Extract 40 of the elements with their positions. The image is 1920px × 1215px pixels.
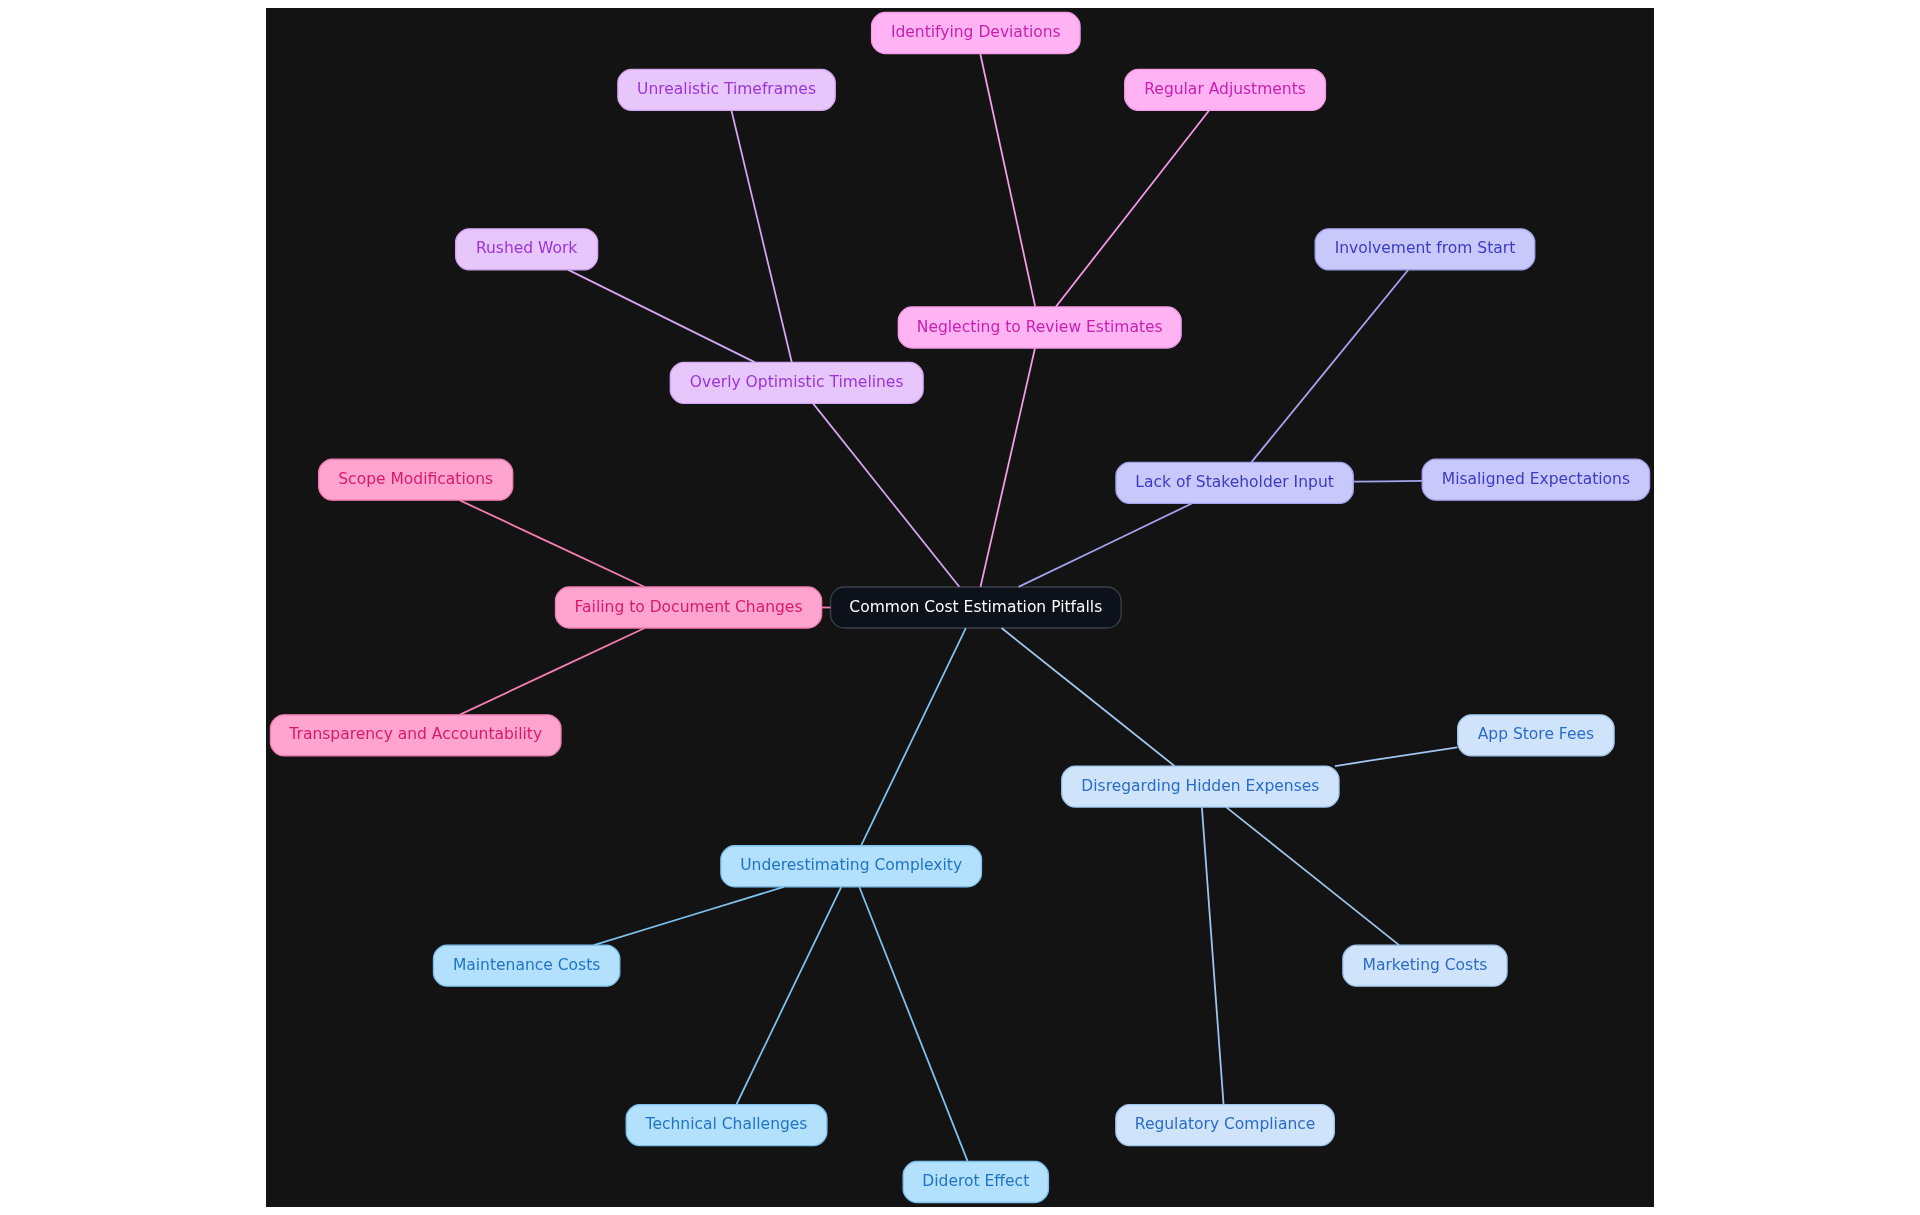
node-box: Misaligned Expectations bbox=[1421, 458, 1651, 501]
connector bbox=[735, 886, 843, 1106]
connector bbox=[858, 886, 969, 1163]
node-box: Failing to Document Changes bbox=[554, 586, 823, 629]
connector bbox=[592, 886, 785, 946]
node-box: Disregarding Hidden Expenses bbox=[1061, 765, 1340, 808]
connector bbox=[459, 627, 646, 716]
connector bbox=[730, 109, 793, 364]
node-box: Involvement from Start bbox=[1314, 228, 1536, 271]
node-box: Common Cost Estimation Pitfalls bbox=[829, 586, 1122, 629]
node-box: Underestimating Complexity bbox=[720, 845, 983, 888]
connector bbox=[860, 627, 967, 847]
connector bbox=[1334, 746, 1459, 767]
connector bbox=[1225, 806, 1401, 946]
node-box: Scope Modifications bbox=[318, 458, 514, 501]
connector bbox=[459, 499, 646, 588]
node-box: Neglecting to Review Estimates bbox=[897, 306, 1182, 349]
node-box: Marketing Costs bbox=[1342, 944, 1508, 987]
connector bbox=[1017, 502, 1193, 588]
node-box: Diderot Effect bbox=[902, 1160, 1050, 1204]
node-box: Regulatory Compliance bbox=[1115, 1103, 1335, 1147]
connector bbox=[1352, 480, 1423, 483]
connector bbox=[1000, 627, 1176, 767]
connector bbox=[1054, 109, 1210, 308]
connector bbox=[979, 347, 1036, 588]
node-box: Maintenance Costs bbox=[432, 944, 621, 987]
node-box: Rushed Work bbox=[455, 228, 599, 271]
node-box: Identifying Deviations bbox=[870, 11, 1081, 55]
node-box: Technical Challenges bbox=[625, 1103, 828, 1147]
node-box: Regular Adjustments bbox=[1124, 68, 1327, 112]
node-box: Transparency and Accountability bbox=[269, 714, 562, 757]
connector bbox=[812, 402, 961, 588]
connector bbox=[1250, 269, 1409, 464]
connector bbox=[979, 52, 1037, 308]
connector bbox=[567, 269, 756, 364]
node-box: Lack of Stakeholder Input bbox=[1115, 461, 1354, 505]
node-box: Unrealistic Timeframes bbox=[617, 68, 836, 112]
connector bbox=[1201, 806, 1225, 1106]
node-box: Overly Optimistic Timelines bbox=[669, 361, 924, 405]
node-box: App Store Fees bbox=[1457, 714, 1615, 757]
